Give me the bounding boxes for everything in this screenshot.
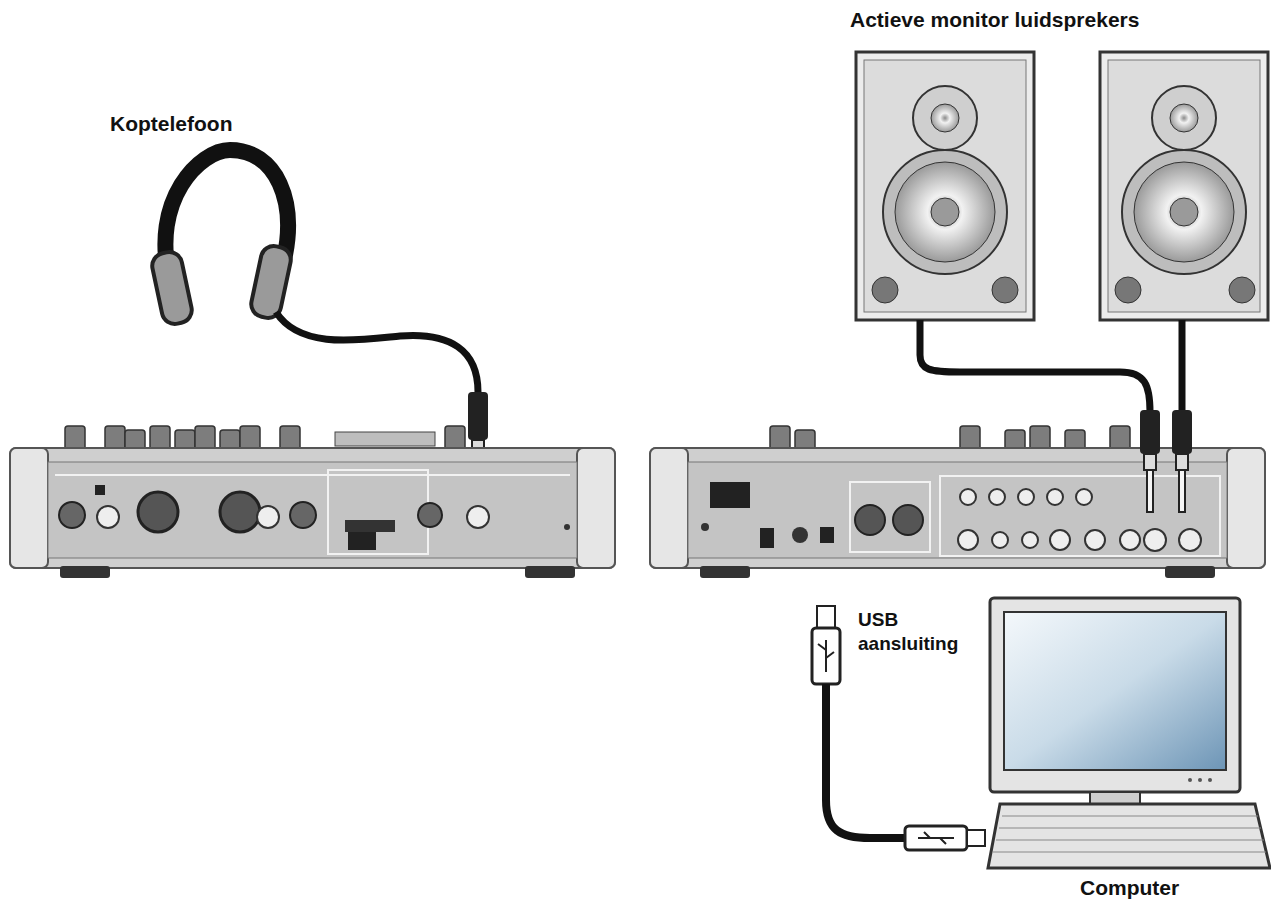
headphones-label: Koptelefoon <box>110 112 310 142</box>
interface-front <box>10 426 615 578</box>
monitor-speakers <box>856 52 1268 512</box>
part-label: Actieve monitor luidsprekers <box>850 8 1139 32</box>
usb-cable <box>812 606 985 850</box>
speakers-label: Actieve monitor luidsprekers <box>850 8 1270 38</box>
part-label: Computer <box>1080 876 1179 900</box>
connection-label: USB aansluiting <box>858 608 968 656</box>
part-label: Koptelefoon <box>110 112 232 136</box>
computer <box>988 598 1270 868</box>
headphones <box>150 150 488 490</box>
computer-label: Computer <box>1080 876 1200 906</box>
